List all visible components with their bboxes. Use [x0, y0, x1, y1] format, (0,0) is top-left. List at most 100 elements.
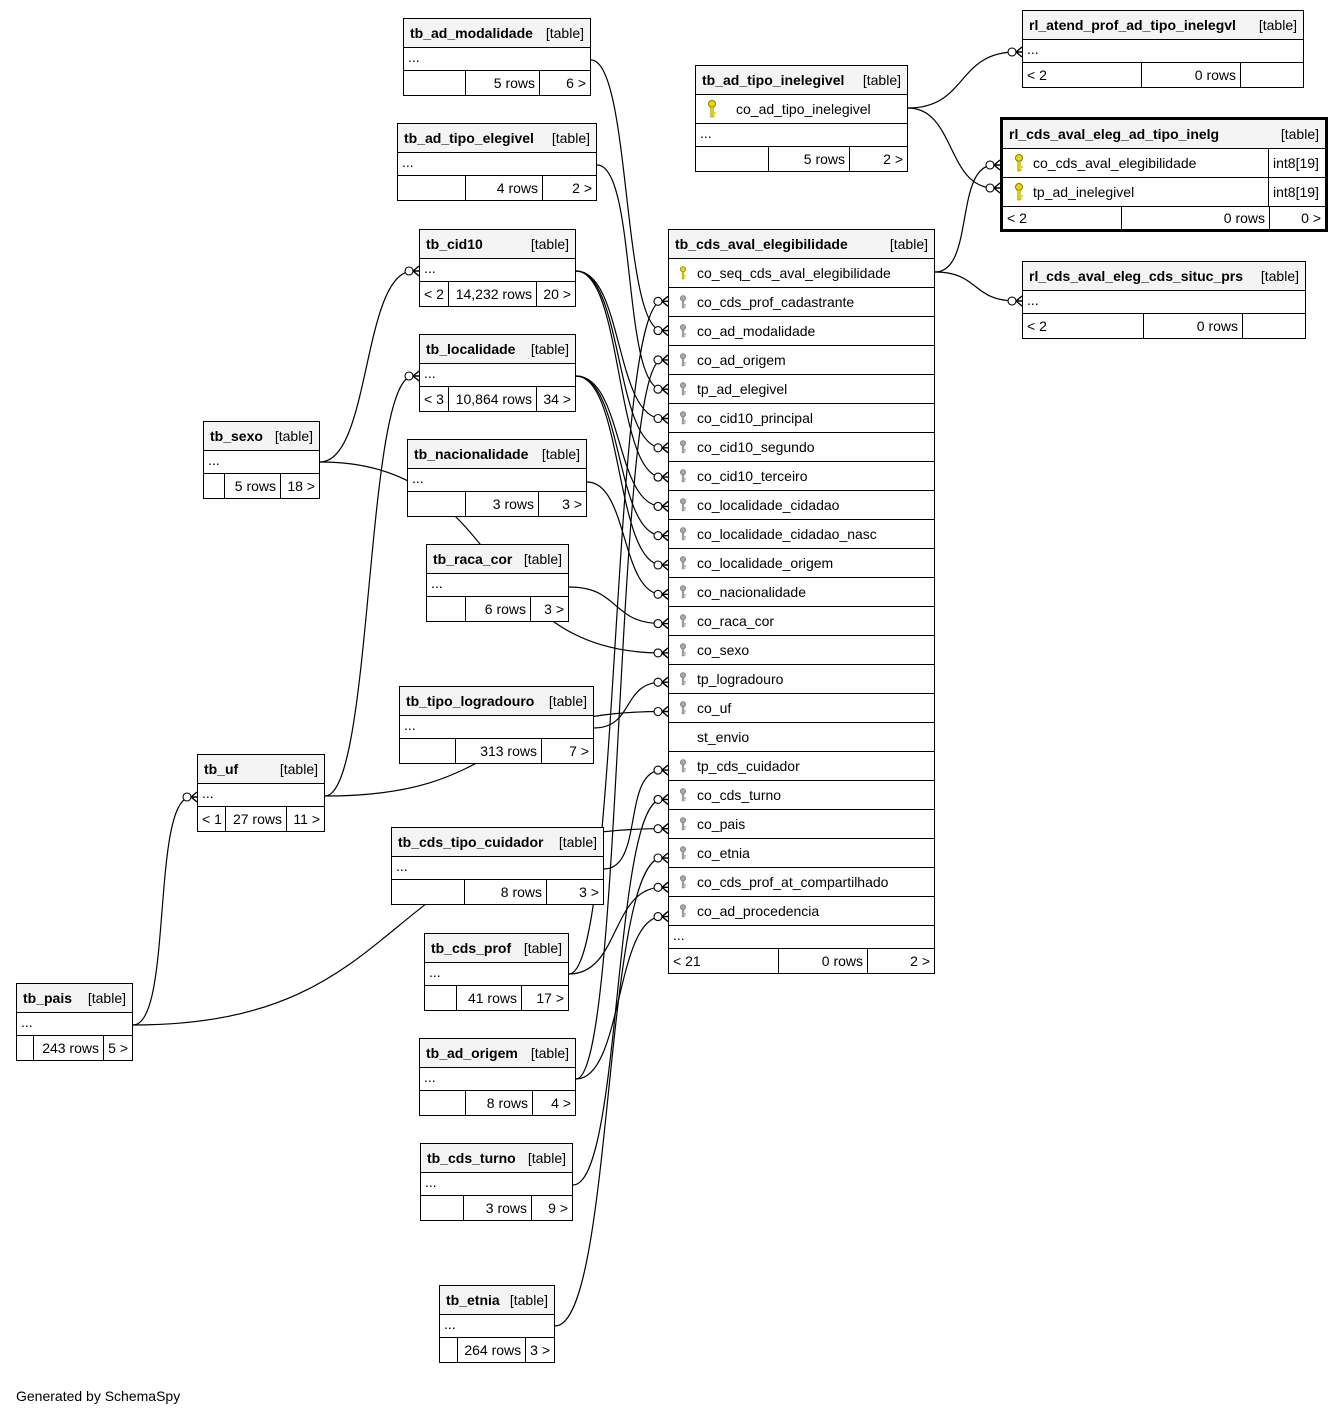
parents-count[interactable]	[427, 597, 466, 621]
children-count[interactable]: 34 >	[543, 391, 571, 407]
table-name[interactable]: tb_localidade	[426, 341, 516, 357]
table-name[interactable]: tb_cds_aval_elegibilidade	[675, 236, 848, 252]
table-name[interactable]: tb_nacionalidade	[414, 446, 529, 462]
table-tb_cds_aval_elegibilidade[interactable]: tb_cds_aval_elegibilidade[table] co_seq_…	[668, 229, 935, 974]
table-name[interactable]: tb_cds_prof	[431, 940, 512, 956]
children-count[interactable]	[1241, 63, 1303, 87]
table-name[interactable]: tb_uf	[204, 761, 239, 777]
column-row[interactable]: co_cds_prof_cadastrante	[669, 288, 934, 317]
parents-count[interactable]	[440, 1338, 458, 1362]
table-tb_ad_tipo_inelegivel[interactable]: tb_ad_tipo_inelegivel[table] co_ad_tipo_…	[695, 65, 908, 172]
parents-count[interactable]	[404, 71, 466, 95]
table-name[interactable]: tb_sexo	[210, 428, 263, 444]
column-row[interactable]: co_ad_origem	[669, 346, 934, 375]
column-row[interactable]: co_sexo	[669, 636, 934, 665]
table-name[interactable]: tb_cds_turno	[427, 1150, 516, 1166]
parents-count[interactable]	[408, 492, 466, 516]
table-name[interactable]: tb_ad_tipo_inelegivel	[702, 72, 845, 88]
children-count[interactable]: 3 >	[579, 884, 599, 900]
column-row[interactable]: co_cds_turno	[669, 781, 934, 810]
children-count[interactable]: 4 >	[551, 1095, 571, 1111]
children-count[interactable]: 17 >	[536, 990, 564, 1006]
table-name[interactable]: rl_atend_prof_ad_tipo_inelegvl	[1029, 17, 1236, 33]
table-name[interactable]: tb_ad_tipo_elegivel	[404, 130, 534, 146]
column-row[interactable]: co_nacionalidade	[669, 578, 934, 607]
parents-count[interactable]	[204, 474, 225, 498]
column-row[interactable]: co_etnia	[669, 839, 934, 868]
children-count[interactable]	[1243, 314, 1305, 338]
children-count[interactable]: 5 >	[108, 1040, 128, 1056]
parents-count[interactable]	[17, 1036, 34, 1060]
column-row[interactable]: co_cds_prof_at_compartilhado	[669, 868, 934, 897]
parents-count[interactable]: < 2	[1023, 63, 1142, 87]
column-row[interactable]: co_cds_aval_elegibilidade int8[19]	[1003, 149, 1325, 178]
children-count[interactable]: 2 >	[883, 151, 903, 167]
parents-count[interactable]	[400, 739, 456, 763]
column-row[interactable]: co_raca_cor	[669, 607, 934, 636]
children-count[interactable]: 2 >	[572, 180, 592, 196]
parents-count[interactable]	[392, 880, 465, 904]
column-row[interactable]: tp_ad_inelegivel int8[19]	[1003, 178, 1325, 207]
table-name[interactable]: tb_ad_modalidade	[410, 25, 533, 41]
parents-count[interactable]: < 21	[669, 949, 779, 973]
table-name[interactable]: tb_raca_cor	[433, 551, 513, 567]
children-count[interactable]: 3 >	[562, 496, 582, 512]
parents-count[interactable]	[421, 1196, 464, 1220]
table-rl_atend_prof_ad_tipo_inelegvl[interactable]: rl_atend_prof_ad_tipo_inelegvl[table] ..…	[1022, 10, 1304, 88]
parents-count[interactable]	[398, 176, 466, 200]
children-count[interactable]: 2 >	[910, 953, 930, 969]
column-row[interactable]: co_cid10_principal	[669, 404, 934, 433]
column-row[interactable]: co_localidade_cidadao	[669, 491, 934, 520]
table-name[interactable]: tb_etnia	[446, 1292, 500, 1308]
parents-count[interactable]: < 2	[1003, 207, 1122, 229]
parents-count[interactable]	[420, 1091, 466, 1115]
column-row[interactable]: co_cid10_segundo	[669, 433, 934, 462]
parents-count[interactable]	[425, 986, 457, 1010]
table-rl_cds_aval_eleg_cds_situc_prs[interactable]: rl_cds_aval_eleg_cds_situc_prs[table] ..…	[1022, 261, 1306, 339]
column-row[interactable]: co_localidade_origem	[669, 549, 934, 578]
table-name[interactable]: tb_tipo_logradouro	[406, 693, 535, 709]
column-row[interactable]: co_cid10_terceiro	[669, 462, 934, 491]
column-row[interactable]: co_localidade_cidadao_nasc	[669, 520, 934, 549]
table-name[interactable]: rl_cds_aval_eleg_cds_situc_prs	[1029, 268, 1244, 284]
column-row[interactable]: st_envio	[669, 723, 934, 752]
column-row[interactable]: co_ad_tipo_inelegivel	[696, 95, 907, 124]
children-count[interactable]: 0 >	[1301, 210, 1321, 226]
children-count[interactable]: 9 >	[548, 1200, 568, 1216]
parents-count[interactable]: < 2	[1023, 314, 1144, 338]
column-row[interactable]: tp_ad_elegivel	[669, 375, 934, 404]
children-count[interactable]: 11 >	[293, 811, 320, 827]
column-row[interactable]: tp_logradouro	[669, 665, 934, 694]
children-count[interactable]: 6 >	[566, 75, 586, 91]
column-row[interactable]: tp_cds_cuidador	[669, 752, 934, 781]
column-row[interactable]: co_pais	[669, 810, 934, 839]
children-count[interactable]: 7 >	[569, 743, 589, 759]
children-count[interactable]: 20 >	[543, 286, 571, 302]
parents-count[interactable]: < 2	[420, 282, 449, 306]
table-name[interactable]: tb_cid10	[426, 236, 483, 252]
parents-count[interactable]	[696, 147, 769, 171]
children-count[interactable]: 3 >	[544, 601, 564, 617]
parents-count[interactable]: < 1	[198, 807, 226, 831]
column-row[interactable]: co_ad_modalidade	[669, 317, 934, 346]
column-row[interactable]: co_uf	[669, 694, 934, 723]
table-name[interactable]: tb_ad_origem	[426, 1045, 518, 1061]
table-name[interactable]: tb_cds_tipo_cuidador	[398, 834, 544, 850]
children-count[interactable]: 3 >	[530, 1342, 550, 1358]
table-name[interactable]: tb_pais	[23, 990, 73, 1006]
column-row[interactable]: co_seq_cds_aval_elegibilidade	[669, 259, 934, 288]
